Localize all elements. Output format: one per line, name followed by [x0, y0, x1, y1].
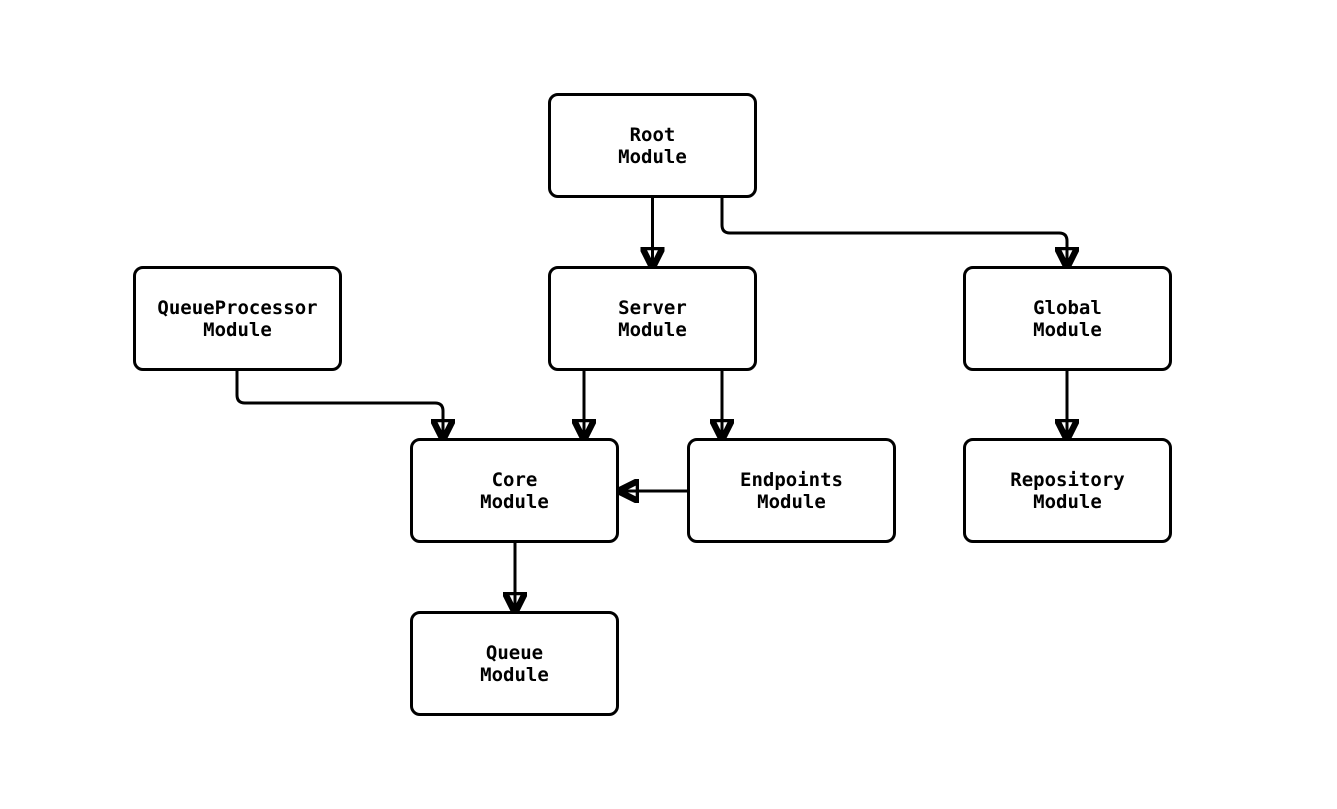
node-label: Core Module: [480, 468, 549, 513]
node-label: Repository Module: [1010, 468, 1125, 513]
edge-queueprocessor-to-core: [235, 371, 443, 437]
node-server-module: Server Module: [548, 266, 757, 371]
node-core-module: Core Module: [410, 438, 619, 543]
node-label: Root Module: [618, 123, 687, 168]
node-queue-module: Queue Module: [410, 611, 619, 716]
node-label: Server Module: [618, 296, 687, 341]
node-global-module: Global Module: [963, 266, 1172, 371]
node-root-module: Root Module: [548, 93, 757, 198]
edge-root-to-global: [720, 198, 1067, 265]
node-label: Endpoints Module: [740, 468, 843, 513]
node-queueprocessor-module: QueueProcessor Module: [133, 266, 342, 371]
node-label: Queue Module: [480, 641, 549, 686]
node-endpoints-module: Endpoints Module: [687, 438, 896, 543]
node-label: Global Module: [1033, 296, 1102, 341]
node-repository-module: Repository Module: [963, 438, 1172, 543]
node-label: QueueProcessor Module: [157, 296, 318, 341]
